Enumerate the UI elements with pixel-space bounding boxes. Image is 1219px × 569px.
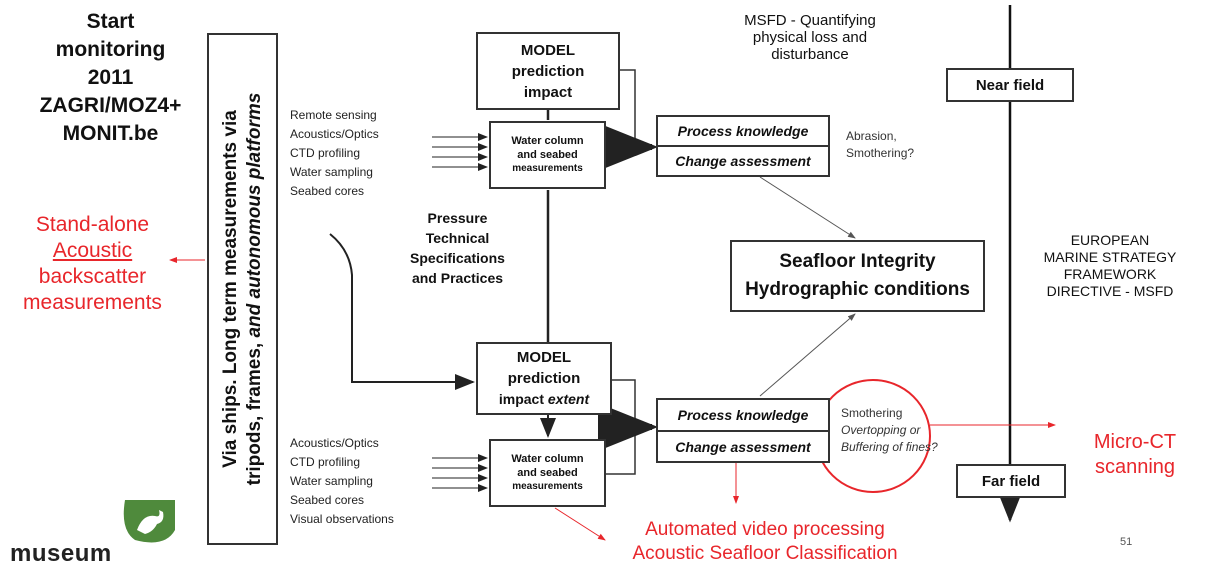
water-column-line: Water column xyxy=(511,135,584,147)
micro-ct-line: Micro-CT xyxy=(1093,431,1177,453)
model-impact-box: MODEL prediction impact xyxy=(476,32,620,110)
process-knowledge-label: Process knowledge xyxy=(658,117,828,147)
water-column-box-bottom: Water column and seabed measurements xyxy=(489,439,606,507)
model-line: prediction xyxy=(507,370,581,387)
msfd-line: physical loss and xyxy=(752,29,868,46)
smothering-note: Smothering Overtopping or Buffering of f… xyxy=(841,405,938,456)
page-number: 51 xyxy=(1120,536,1133,548)
note-line: Abrasion, xyxy=(846,129,897,143)
water-column-line: and seabed xyxy=(517,467,578,479)
process-change-box-top: Process knowledge Change assessment xyxy=(656,115,830,177)
title-line: ZAGRI/MOZ4+ xyxy=(39,94,182,117)
title-line: Start xyxy=(86,10,135,33)
museum-logo-icon xyxy=(123,500,175,543)
standalone-line: measurements xyxy=(23,291,162,314)
vertical-line-2-italic: and autonomous platforms xyxy=(243,92,265,338)
european-msfd-text: EUROPEAN MARINE STRATEGY FRAMEWORK DIREC… xyxy=(1010,232,1210,300)
input-item: Acoustics/Optics xyxy=(290,127,379,141)
near-field-box: Near field xyxy=(946,68,1074,102)
input-item: Remote sensing xyxy=(290,108,377,122)
pressure-line: Pressure xyxy=(427,210,488,226)
european-line: MARINE STRATEGY xyxy=(1043,249,1177,265)
model-line-3: impact extent xyxy=(499,389,589,410)
note-line: Smothering? xyxy=(846,146,915,160)
automated-line: Automated video processing xyxy=(645,519,885,540)
water-column-line: and seabed xyxy=(517,149,578,161)
title-line: 2011 xyxy=(87,66,134,89)
input-item: Seabed cores xyxy=(290,184,365,198)
european-line: EUROPEAN xyxy=(1070,232,1150,248)
seafloor-line: Hydrographic conditions xyxy=(745,279,970,300)
change-assessment-label: Change assessment xyxy=(675,439,811,455)
msfd-line: MSFD - Quantifying xyxy=(744,12,876,29)
vertical-line-2: tripods, frames, and autonomous platform… xyxy=(243,39,267,539)
long-term-measurements-box: Via ships. Long term measurements via tr… xyxy=(207,33,278,545)
seafloor-line: Seafloor Integrity xyxy=(779,251,936,272)
note-line-italic: Overtopping or xyxy=(841,423,921,437)
museum-logo-text: museum xyxy=(10,540,112,567)
process-change-box-bottom: Process knowledge Change assessment xyxy=(656,398,830,463)
water-column-box-top: Water column and seabed measurements xyxy=(489,121,606,189)
abrasion-note: Abrasion, Smothering? xyxy=(846,128,914,162)
pressure-line: and Practices xyxy=(411,270,504,286)
title-line: monitoring xyxy=(55,38,166,61)
vertical-line-2-plain: tripods, frames, xyxy=(243,337,265,486)
standalone-line-underlined: Acoustic xyxy=(52,239,133,262)
msfd-quantifying-text: MSFD - Quantifying physical loss and dis… xyxy=(715,12,905,63)
pressure-line: Specifications xyxy=(410,250,505,266)
top-inputs-list: Remote sensing Acoustics/Optics CTD prof… xyxy=(290,106,440,201)
model-line: MODEL xyxy=(516,349,572,366)
automated-line: Acoustic Seafloor Classification xyxy=(632,543,898,564)
pressure-specifications-text: Pressure Technical Specifications and Pr… xyxy=(395,208,520,288)
input-item: CTD profiling xyxy=(290,455,361,469)
standalone-acoustic-text: Stand-alone Acoustic backscatter measure… xyxy=(0,212,185,316)
input-item: Acoustics/Optics xyxy=(290,436,379,450)
european-line: DIRECTIVE - MSFD xyxy=(1046,283,1174,299)
model-line: MODEL xyxy=(520,41,576,59)
input-item: Visual observations xyxy=(290,512,394,526)
water-column-line: measurements xyxy=(512,163,583,174)
input-item: CTD profiling xyxy=(290,146,361,160)
standalone-line: backscatter xyxy=(38,265,147,288)
model-line: impact xyxy=(523,83,573,101)
european-line: FRAMEWORK xyxy=(1063,266,1157,282)
note-line-italic: Buffering of fines? xyxy=(841,440,938,454)
input-item: Water sampling xyxy=(290,165,373,179)
note-line: Smothering xyxy=(841,406,903,420)
input-item: Seabed cores xyxy=(290,493,365,507)
change-assessment-label: Change assessment xyxy=(675,153,811,169)
water-column-line: Water column xyxy=(511,453,584,465)
micro-ct-line: scanning xyxy=(1094,456,1176,478)
long-term-measurements-text: Via ships. Long term measurements via tr… xyxy=(219,39,267,539)
far-field-box: Far field xyxy=(956,464,1066,498)
process-knowledge-label: Process knowledge xyxy=(658,400,828,432)
title-line: MONIT.be xyxy=(62,122,159,145)
seafloor-integrity-box: Seafloor Integrity Hydrographic conditio… xyxy=(730,240,985,312)
pressure-line: Technical xyxy=(425,230,490,246)
standalone-line: Stand-alone xyxy=(35,213,150,236)
vertical-line-1: Via ships. Long term measurements via xyxy=(219,110,241,468)
automated-video-text: Automated video processing Acoustic Seaf… xyxy=(575,518,955,566)
near-field-label: Near field xyxy=(975,76,1045,94)
model-line: prediction xyxy=(511,62,585,80)
micro-ct-text: Micro-CT scanning xyxy=(1065,430,1205,480)
far-field-label: Far field xyxy=(981,472,1041,490)
water-column-line: measurements xyxy=(512,481,583,492)
model-impact-extent-box: MODEL prediction impact extent xyxy=(476,342,612,415)
model-line-3-italic: extent xyxy=(547,391,590,407)
input-item: Water sampling xyxy=(290,474,373,488)
bottom-inputs-list: Acoustics/Optics CTD profiling Water sam… xyxy=(290,434,440,529)
msfd-line: disturbance xyxy=(771,46,849,63)
model-line-3-plain: impact xyxy=(498,391,548,407)
start-monitoring-title: Start monitoring 2011 ZAGRI/MOZ4+ MONIT.… xyxy=(18,8,203,148)
